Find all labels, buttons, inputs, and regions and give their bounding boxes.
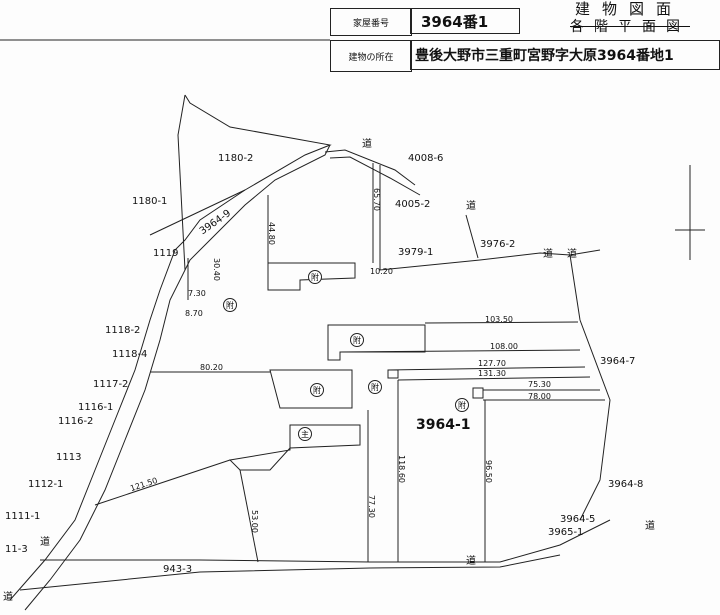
dimension: 7.30: [188, 289, 206, 298]
annex-mark: 附: [350, 333, 364, 347]
lot-label: 1117-2: [93, 379, 129, 390]
dimension: 78.00: [528, 392, 551, 401]
title: 建物図面: [575, 0, 684, 18]
lot-label: 3979-1: [398, 247, 434, 258]
annex-mark: 附: [223, 298, 237, 312]
road-label: 道: [466, 556, 476, 567]
dimension: 103.50: [485, 315, 513, 324]
location: 豊後大野市三重町宮野字大原3964番地1: [410, 40, 720, 70]
dimension: 118.60: [397, 455, 406, 483]
lot-label: 11-3: [5, 544, 28, 555]
annex-mark: 附: [368, 380, 382, 394]
title-struck: 各階平面図: [570, 19, 690, 35]
lot-label: 1118-4: [112, 349, 148, 360]
dimension: 75.30: [528, 380, 551, 389]
dimension: 131.30: [478, 369, 506, 378]
lot-label: 1180-2: [218, 153, 254, 164]
lot-label: 1116-1: [78, 402, 114, 413]
location-label: 建物の所在: [330, 40, 412, 72]
annex-mark: 附: [455, 398, 469, 412]
dimension: 53.00: [250, 510, 259, 533]
lot-label: 1180-1: [132, 196, 168, 207]
lot-label: 943-3: [163, 564, 193, 575]
house-number-label: 家屋番号: [330, 8, 412, 36]
lot-label: 1112-1: [28, 479, 64, 490]
main-mark: 主: [298, 427, 312, 441]
dimension: 96.50: [484, 460, 493, 483]
lot-label: 4005-2: [395, 199, 431, 210]
dimension: 10.20: [370, 267, 393, 276]
dimension: 77.30: [367, 495, 376, 518]
road-label: 道: [362, 139, 372, 150]
lot-label: 3964-1: [416, 417, 471, 433]
lot-label: 1113: [56, 452, 82, 463]
lot-label: 3964-5: [560, 514, 596, 525]
lot-label: 1118-2: [105, 325, 141, 336]
lot-label: 3965-1: [548, 527, 584, 538]
lot-label: 3964-8: [608, 479, 644, 490]
dimension: 127.70: [478, 359, 506, 368]
road-label: 道: [567, 249, 577, 260]
road-label: 道: [466, 201, 476, 212]
lot-label: 3976-2: [480, 239, 516, 250]
lot-label: 1116-2: [58, 416, 94, 427]
dimension: 30.40: [212, 258, 221, 281]
lot-label: 4008-6: [408, 153, 444, 164]
road-label: 道: [3, 592, 13, 603]
annex-mark: 附: [310, 383, 324, 397]
house-number: 3964番1: [410, 8, 520, 34]
lot-label: 1111-1: [5, 511, 41, 522]
lot-label: 1119: [153, 248, 179, 259]
dimension: 8.70: [185, 309, 203, 318]
road-label: 道: [543, 249, 553, 260]
dimension: 80.20: [200, 363, 223, 372]
dimension: 108.00: [490, 342, 518, 351]
annex-mark: 附: [308, 270, 322, 284]
lot-label: 3964-7: [600, 356, 636, 367]
road-label: 道: [40, 537, 50, 548]
dimension: 44.80: [267, 222, 276, 245]
road-label: 道: [645, 521, 655, 532]
dimension: 65.70: [372, 188, 381, 211]
